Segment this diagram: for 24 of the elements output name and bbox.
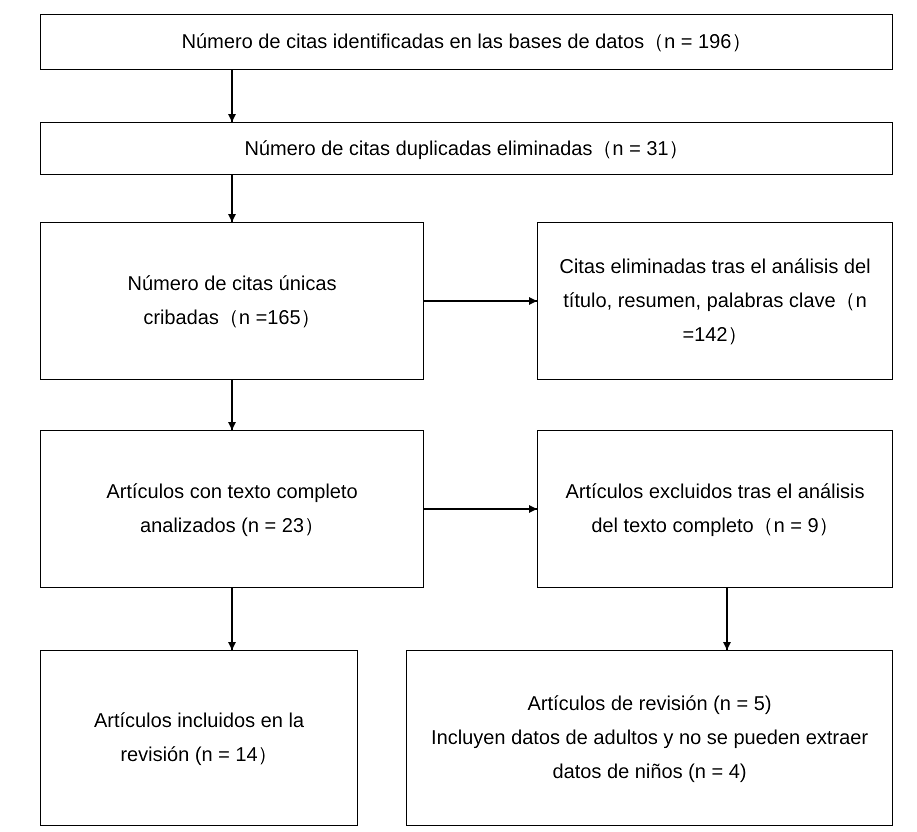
box-text: Artículos de revisión (n = 5) xyxy=(528,692,772,717)
arrow xyxy=(228,70,236,122)
arrow xyxy=(228,175,236,222)
arrow xyxy=(723,588,731,650)
process-box xyxy=(406,650,893,826)
process-box xyxy=(537,222,893,380)
box-text: Incluyen datos de adultos y no se pueden extraer datos de niños (n = 4) xyxy=(430,726,869,785)
arrow xyxy=(228,380,236,430)
process-box xyxy=(40,222,424,380)
arrow xyxy=(228,588,236,650)
process-box xyxy=(40,650,358,826)
process-box xyxy=(40,430,424,588)
process-box xyxy=(40,122,893,175)
box-text: Número de citas identificadas en las bases de datos（n = 196） xyxy=(182,30,752,55)
process-box xyxy=(537,430,893,588)
box-text: Artículos excluidos tras el análisis del texto completo（n = 9） xyxy=(564,480,866,539)
arrow xyxy=(424,505,537,513)
box-text: Artículos con texto completo analizados (n = 23） xyxy=(105,480,359,539)
box-text: Número de citas únicas cribadas（n =165） xyxy=(126,272,338,331)
box-text: Artículos incluidos en la revisión (n = 14） xyxy=(92,709,306,768)
box-text: Número de citas duplicadas eliminadas（n = 31） xyxy=(244,136,689,162)
process-box xyxy=(40,14,893,70)
arrow xyxy=(424,297,537,305)
box-text: Citas eliminadas tras el análisis del título, resumen, palabras clave（n =142） xyxy=(558,255,872,348)
